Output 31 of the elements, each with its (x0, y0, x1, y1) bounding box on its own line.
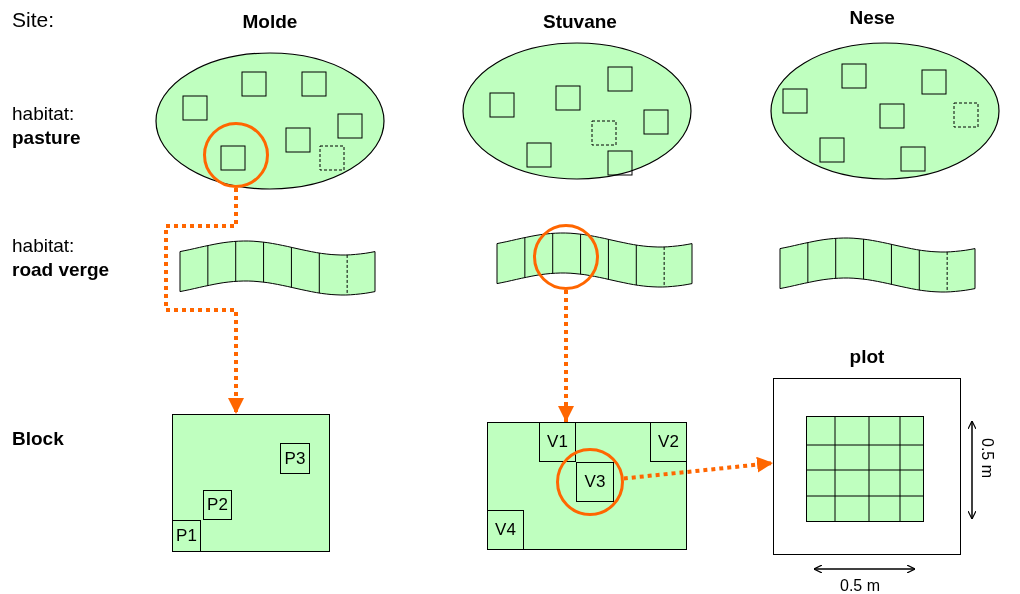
arrow (558, 290, 574, 422)
site-name: Stuvane (543, 10, 617, 34)
subplot-square: P2 (203, 490, 232, 520)
habitat-label: habitat: pasture (12, 102, 81, 150)
pasture-ellipse (462, 42, 692, 180)
plot-heading: plot (849, 345, 885, 369)
habitat-label: habitat: road verge (12, 234, 110, 282)
pasture-ellipse (155, 52, 385, 190)
road-verge-strip (497, 230, 692, 290)
block-rectangle (172, 414, 330, 552)
row-heading: Block (12, 427, 64, 451)
road-verge-strip (780, 235, 975, 295)
arrow (623, 456, 774, 481)
site-name: Molde (242, 10, 298, 34)
dimension-label: 0.5 m (978, 438, 996, 478)
subplot-square: V4 (487, 510, 524, 550)
subplot-square: P3 (280, 443, 310, 474)
subplot-square: V2 (650, 422, 687, 462)
highlight-circle (556, 448, 624, 516)
pasture-ellipse (770, 42, 1000, 180)
block-rectangle (487, 422, 687, 550)
row-heading: Site: (12, 8, 55, 32)
road-verge-strip (180, 238, 375, 296)
subplot-square: V3 (576, 462, 614, 502)
highlight-circle (533, 224, 599, 290)
site-name: Nese (849, 6, 895, 30)
dimension-label: 0.5 m (840, 576, 880, 594)
subplot-square: V1 (539, 422, 576, 462)
arrow (164, 188, 244, 414)
highlight-circle (203, 122, 269, 188)
subplot-square: P1 (172, 520, 201, 552)
